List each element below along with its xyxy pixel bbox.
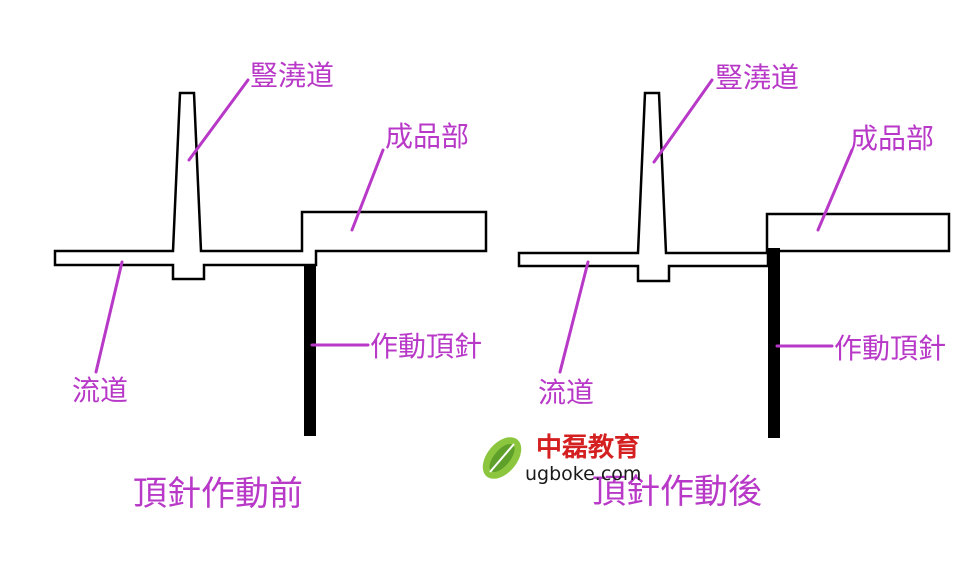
mold-outline [53, 91, 488, 281]
panel-after: 豎澆道 成品部 流道 作動頂針 頂針作動後 [517, 61, 951, 512]
panel-caption: 頂針作動後 [592, 472, 762, 512]
ejector-pin [768, 248, 780, 438]
product-leader [816, 148, 854, 232]
product-label: 成品部 [850, 122, 934, 155]
runner-label: 流道 [72, 374, 128, 407]
ejector-pin-label: 作動頂針 [370, 330, 482, 363]
runner-label: 流道 [538, 376, 594, 409]
leaf-logo-icon [482, 437, 522, 479]
watermark: 中磊教育 ugboke.com [482, 432, 641, 485]
panel-before: 豎澆道 成品部 流道 作動頂針 頂針作動前 [53, 59, 488, 514]
mold-outline [517, 91, 770, 283]
product-label: 成品部 [385, 120, 469, 153]
runner-leader [94, 260, 124, 374]
runner-leader [558, 260, 590, 374]
sprue-label: 豎澆道 [250, 59, 334, 92]
ejector-pin-label: 作動頂針 [834, 332, 946, 365]
product-part [765, 212, 951, 253]
product-leader [350, 148, 385, 232]
sprue-leader [187, 78, 250, 162]
brand-name: 中磊教育 [536, 432, 640, 463]
brand-url: ugboke.com [525, 463, 641, 485]
panel-caption: 頂針作動前 [133, 474, 303, 514]
sprue-label: 豎澆道 [715, 61, 799, 94]
ejector-pin [304, 264, 316, 436]
sprue-leader [652, 78, 714, 164]
